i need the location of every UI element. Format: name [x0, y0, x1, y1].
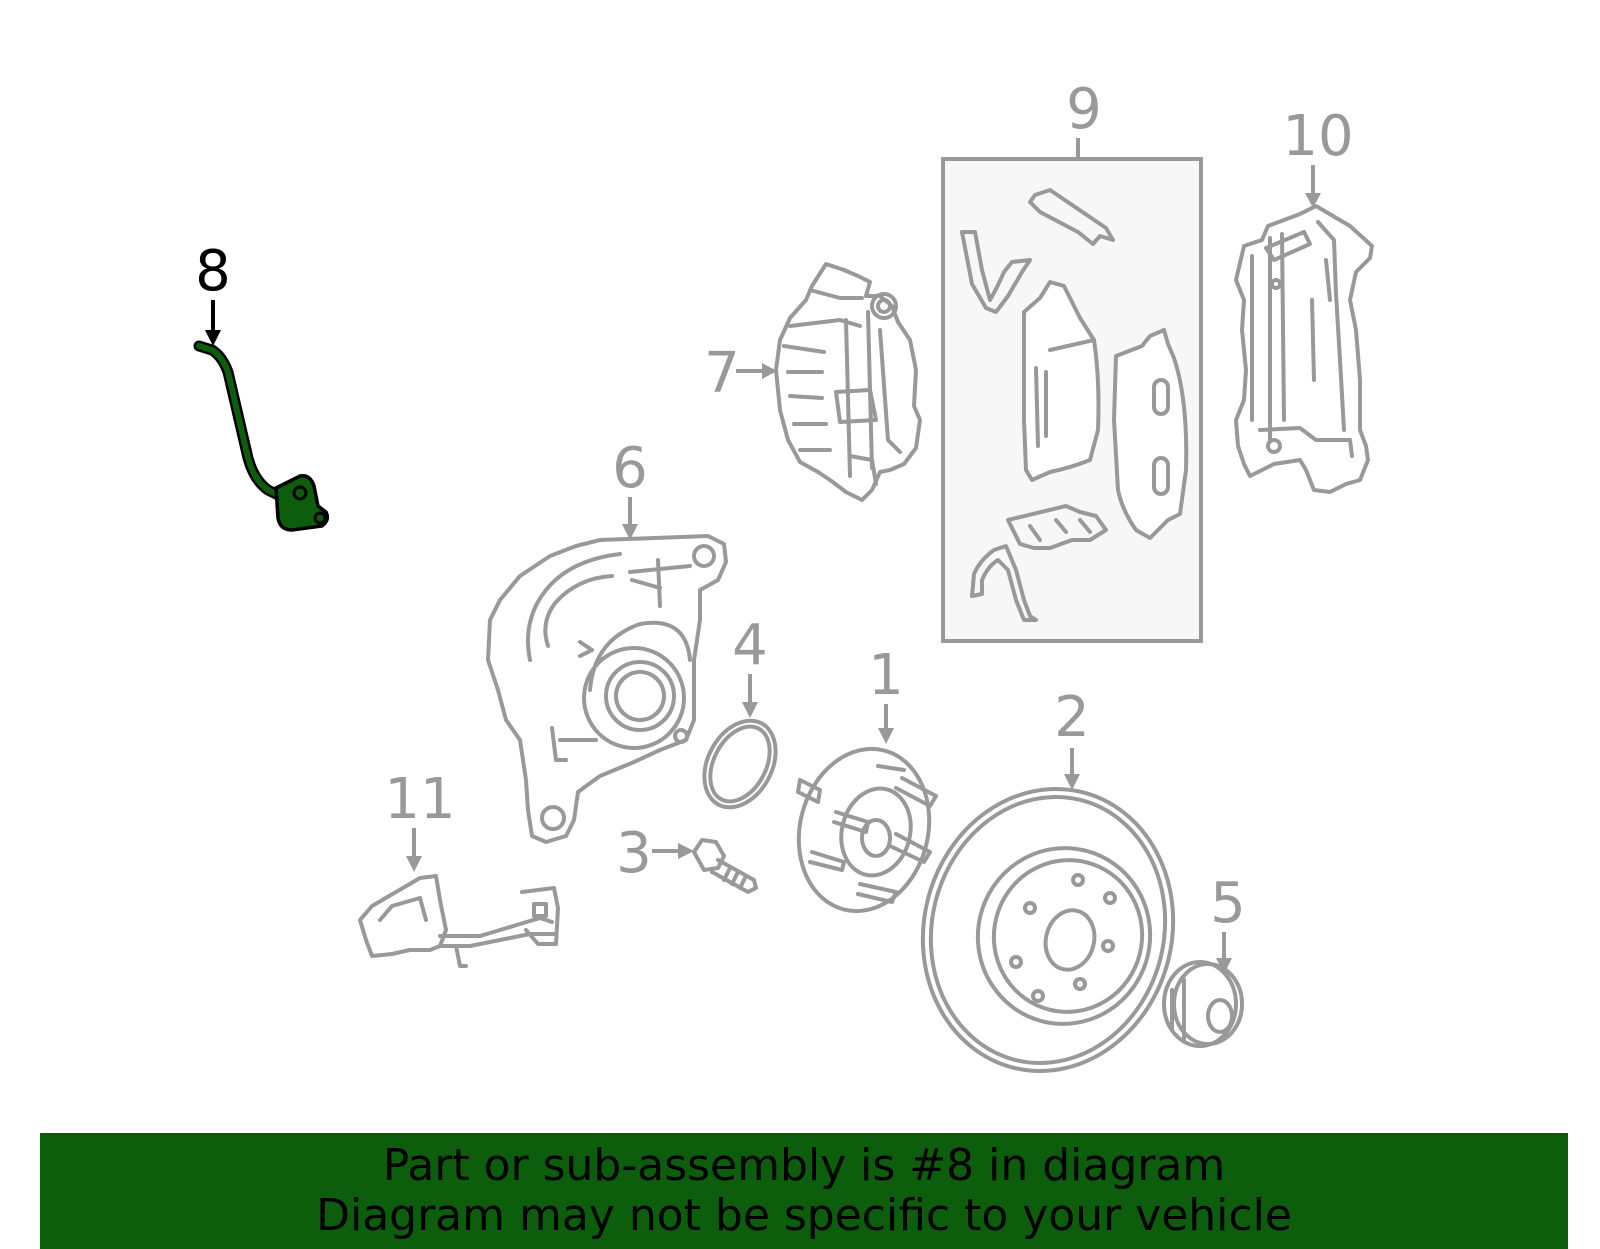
part-6-splash-shield[interactable]: [486, 534, 728, 844]
callout-8[interactable]: 8: [195, 239, 231, 304]
callout-6[interactable]: 6: [612, 436, 648, 501]
callout-5[interactable]: 5: [1210, 871, 1246, 936]
callout-11[interactable]: 11: [384, 767, 455, 832]
part-11-harness[interactable]: [358, 874, 560, 968]
part-4-seal[interactable]: [690, 708, 790, 819]
callout-10[interactable]: 10: [1282, 104, 1353, 169]
banner-line-1: Part or sub-assembly is #8 in diagram: [382, 1140, 1226, 1191]
info-banner: Part or sub-assembly is #8 in diagram Di…: [40, 1133, 1568, 1249]
callout-2[interactable]: 2: [1054, 685, 1090, 750]
banner-line-2: Diagram may not be specific to your vehi…: [316, 1190, 1292, 1241]
callout-7[interactable]: 7: [704, 341, 740, 406]
callout-3[interactable]: 3: [616, 821, 652, 886]
part-10-caliper-bracket[interactable]: [1234, 204, 1374, 494]
part-5-dust-cap[interactable]: [1162, 960, 1244, 1048]
part-2-rotor[interactable]: [893, 762, 1202, 1098]
part-7-caliper[interactable]: [774, 262, 922, 502]
part-9-pad-kit[interactable]: [941, 157, 1203, 643]
callout-1[interactable]: 1: [868, 643, 904, 708]
callout-9[interactable]: 9: [1066, 77, 1102, 142]
part-1-hub[interactable]: [782, 735, 946, 925]
part-3-bolt[interactable]: [692, 838, 758, 894]
callout-4[interactable]: 4: [732, 613, 768, 678]
part-8-wheel-speed-sensor[interactable]: [193, 340, 330, 532]
